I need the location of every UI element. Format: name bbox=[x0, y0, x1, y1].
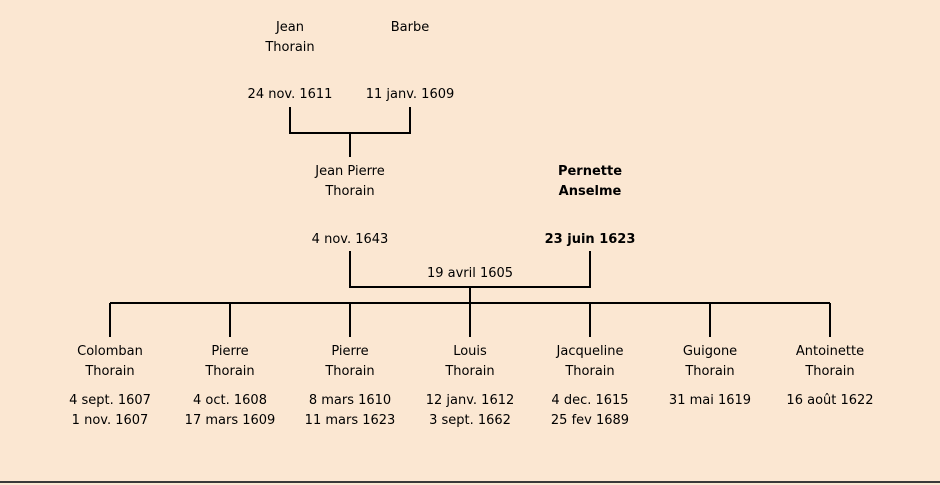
child-death-date: 11 mars 1623 bbox=[304, 413, 396, 428]
person-child-4[interactable]: Louis Thorain bbox=[410, 342, 530, 382]
child-death-date: 3 sept. 1662 bbox=[429, 413, 511, 428]
person-name-line: Thorain bbox=[805, 364, 855, 379]
child-birth-date: 8 mars 1610 bbox=[308, 393, 392, 408]
mother-date: 23 juin 1623 bbox=[544, 232, 636, 247]
person-child-1[interactable]: Colomban Thorain bbox=[50, 342, 170, 382]
child-death-date: 25 fev 1689 bbox=[550, 413, 630, 428]
person-name-line: Thorain bbox=[445, 364, 495, 379]
person-name-line: Thorain bbox=[85, 364, 135, 379]
child-birth-date: 16 août 1622 bbox=[786, 393, 874, 408]
child-birth-date: 4 dec. 1615 bbox=[551, 393, 629, 408]
child-death-date: 17 mars 1609 bbox=[184, 413, 276, 428]
person-child-5[interactable]: Jacqueline Thorain bbox=[530, 342, 650, 382]
child-birth-date: 31 mai 1619 bbox=[668, 393, 752, 408]
person-grandmother[interactable]: Barbe bbox=[330, 18, 490, 38]
person-child-6[interactable]: Guigone Thorain bbox=[650, 342, 770, 382]
person-name-line: Thorain bbox=[565, 364, 615, 379]
person-name-line: Barbe bbox=[390, 20, 430, 35]
person-grandfather[interactable]: Jean Thorain bbox=[210, 18, 370, 58]
person-name-line: Thorain bbox=[685, 364, 735, 379]
child-birth-date: 4 oct. 1608 bbox=[193, 393, 267, 408]
person-name-line: Jean Pierre bbox=[315, 164, 385, 179]
person-name-line: Antoinette bbox=[795, 344, 865, 359]
child-dates: 16 août 1622 bbox=[770, 391, 890, 411]
person-name-line: Pernette bbox=[557, 164, 623, 179]
person-name-line: Thorain bbox=[205, 364, 255, 379]
person-name-line: Thorain bbox=[325, 364, 375, 379]
person-father[interactable]: Jean Pierre Thorain bbox=[270, 162, 430, 202]
child-birth-date: 12 janv. 1612 bbox=[425, 393, 515, 408]
person-name-line: Pierre bbox=[331, 344, 369, 359]
person-child-2[interactable]: Pierre Thorain bbox=[170, 342, 290, 382]
person-name-line: Colomban bbox=[77, 344, 143, 359]
child-dates: 12 janv. 1612 3 sept. 1662 bbox=[410, 391, 530, 431]
child-dates: 8 mars 1610 11 mars 1623 bbox=[290, 391, 410, 431]
marriage-date: 19 avril 1605 bbox=[426, 266, 514, 281]
child-death-date: 1 nov. 1607 bbox=[71, 413, 149, 428]
window-bottom-edge bbox=[0, 481, 940, 483]
person-name-line: Thorain bbox=[325, 184, 375, 199]
person-name-line: Jacqueline bbox=[556, 344, 624, 359]
child-birth-date: 4 sept. 1607 bbox=[69, 393, 151, 408]
child-dates: 4 dec. 1615 25 fev 1689 bbox=[530, 391, 650, 431]
grandmother-date: 11 janv. 1609 bbox=[365, 87, 455, 102]
person-name-line: Guigone bbox=[682, 344, 738, 359]
person-name-line: Pierre bbox=[211, 344, 249, 359]
child-dates: 31 mai 1619 bbox=[650, 391, 770, 411]
grandfather-date: 24 nov. 1611 bbox=[247, 87, 333, 102]
person-name-line: Louis bbox=[453, 344, 487, 359]
person-name-line: Jean bbox=[275, 20, 305, 35]
person-mother[interactable]: Pernette Anselme bbox=[510, 162, 670, 202]
child-dates: 4 sept. 1607 1 nov. 1607 bbox=[50, 391, 170, 431]
child-dates: 4 oct. 1608 17 mars 1609 bbox=[170, 391, 290, 431]
person-name-line: Thorain bbox=[265, 40, 315, 55]
person-child-3[interactable]: Pierre Thorain bbox=[290, 342, 410, 382]
person-child-7[interactable]: Antoinette Thorain bbox=[770, 342, 890, 382]
father-date: 4 nov. 1643 bbox=[311, 232, 389, 247]
person-name-line: Anselme bbox=[558, 184, 622, 199]
